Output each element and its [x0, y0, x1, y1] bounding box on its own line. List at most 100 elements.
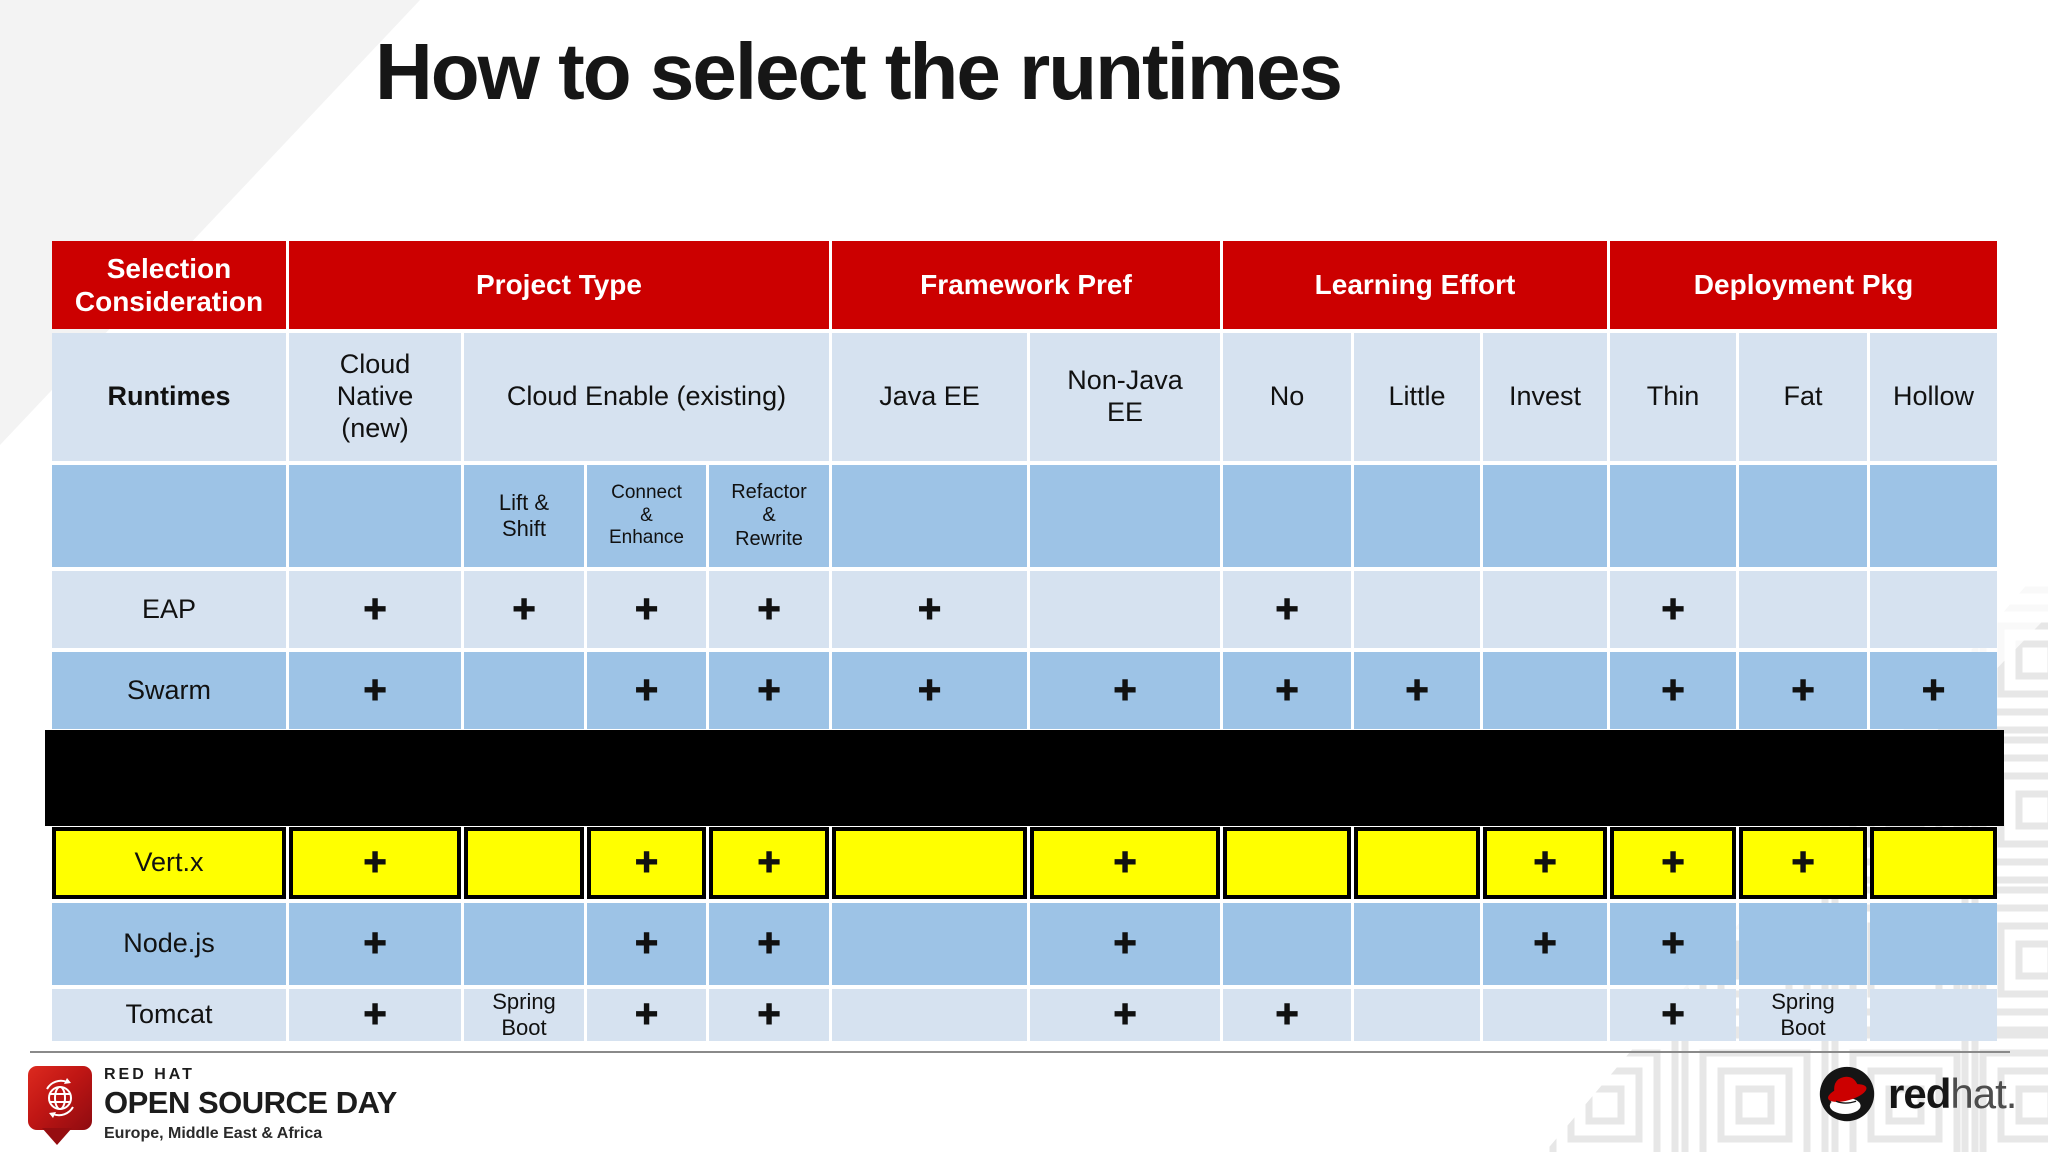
matrix-cell	[464, 903, 584, 985]
event-brand-label: RED HAT	[104, 1066, 195, 1083]
column-header: Invest	[1483, 333, 1607, 461]
matrix-cell: +	[832, 571, 1027, 648]
group-header: Selection Consideration	[52, 241, 286, 329]
wordmark-red: red	[1888, 1070, 1951, 1117]
column-header: No	[1223, 333, 1351, 461]
matrix-cell: +	[1483, 903, 1607, 985]
matrix-cell: +	[709, 989, 829, 1041]
group-header: Deployment Pkg	[1610, 241, 1997, 329]
matrix-cell: +	[1354, 652, 1480, 729]
matrix-cell: +	[1030, 827, 1220, 899]
matrix-cell: +	[1223, 571, 1351, 648]
matrix-cell: +	[289, 827, 461, 899]
empty-cell	[832, 465, 1027, 567]
highlight-row-border	[45, 730, 2004, 826]
page-title: How to select the runtimes	[375, 27, 1343, 116]
sub-header: Refactor & Rewrite	[709, 465, 829, 567]
matrix-cell	[1870, 827, 1997, 899]
column-header: Hollow	[1870, 333, 1997, 461]
matrix-cell	[1354, 827, 1480, 899]
event-name-label: OPEN SOURCE DAY	[104, 1085, 397, 1120]
empty-cell	[289, 465, 461, 567]
matrix-cell	[1223, 827, 1351, 899]
empty-cell	[1739, 465, 1867, 567]
matrix-cell	[832, 827, 1027, 899]
matrix-cell: +	[587, 652, 706, 729]
matrix-cell: +	[1610, 571, 1736, 648]
matrix-cell: +	[1739, 827, 1867, 899]
wordmark-hat: hat.	[1950, 1070, 2017, 1117]
matrix-cell	[1483, 571, 1607, 648]
matrix-cell	[1870, 989, 1997, 1041]
globe-icon	[46, 1078, 74, 1118]
matrix-cell: +	[1610, 903, 1736, 985]
column-header: Fat	[1739, 333, 1867, 461]
matrix-cell	[1483, 652, 1607, 729]
matrix-cell	[1739, 903, 1867, 985]
matrix-cell	[1870, 903, 1997, 985]
matrix-cell: +	[1610, 827, 1736, 899]
row-label: EAP	[52, 571, 286, 648]
matrix-cell	[1870, 571, 1997, 648]
matrix-cell: +	[1223, 989, 1351, 1041]
matrix-cell: +	[709, 652, 829, 729]
matrix-cell: +	[587, 989, 706, 1041]
column-header: Little	[1354, 333, 1480, 461]
matrix-cell: +	[587, 903, 706, 985]
matrix-cell: +	[709, 827, 829, 899]
matrix-cell: +	[289, 903, 461, 985]
column-header: Cloud Native (new)	[289, 333, 461, 461]
footer-divider	[30, 1051, 2010, 1053]
matrix-cell	[464, 652, 584, 729]
empty-cell	[1483, 465, 1607, 567]
column-header: Non-Java EE	[1030, 333, 1220, 461]
matrix-cell: +	[1030, 989, 1220, 1041]
matrix-cell: +	[289, 571, 461, 648]
event-text-block: RED HAT OPEN SOURCE DAY Europe, Middle E…	[104, 1066, 397, 1143]
column-header: Thin	[1610, 333, 1736, 461]
matrix-cell: +	[1030, 903, 1220, 985]
redhat-logo: redhat.	[1818, 1065, 2017, 1123]
matrix-cell: +	[1223, 652, 1351, 729]
matrix-cell	[1354, 903, 1480, 985]
matrix-cell: +	[587, 827, 706, 899]
empty-cell	[1610, 465, 1736, 567]
matrix-cell: +	[1610, 989, 1736, 1041]
matrix-cell	[1223, 903, 1351, 985]
matrix-cell: +	[709, 903, 829, 985]
column-header: Runtimes	[52, 333, 286, 461]
matrix-cell: +	[1030, 652, 1220, 729]
matrix-cell: +	[289, 989, 461, 1041]
row-label-highlighted: Vert.x	[52, 827, 286, 899]
group-header: Framework Pref	[832, 241, 1220, 329]
sub-header: Connect & Enhance	[587, 465, 706, 567]
empty-cell	[1223, 465, 1351, 567]
matrix-cell: Spring Boot	[1739, 989, 1867, 1041]
empty-cell	[52, 465, 286, 567]
event-region-label: Europe, Middle East & Africa	[104, 1125, 323, 1142]
matrix-cell: Spring Boot	[464, 989, 584, 1041]
matrix-cell: +	[709, 571, 829, 648]
matrix-cell	[1354, 989, 1480, 1041]
matrix-cell: +	[1610, 652, 1736, 729]
empty-cell	[1354, 465, 1480, 567]
matrix-cell: +	[1483, 827, 1607, 899]
matrix-cell: +	[1739, 652, 1867, 729]
matrix-cell: +	[289, 652, 461, 729]
row-label: Node.js	[52, 903, 286, 985]
column-header: Cloud Enable (existing)	[464, 333, 829, 461]
matrix-cell	[1739, 571, 1867, 648]
matrix-cell	[832, 989, 1027, 1041]
sub-header: Lift & Shift	[464, 465, 584, 567]
empty-cell	[1870, 465, 1997, 567]
group-header: Learning Effort	[1223, 241, 1607, 329]
matrix-cell: +	[587, 571, 706, 648]
redhat-wordmark: redhat.	[1888, 1070, 2017, 1118]
empty-cell	[1030, 465, 1220, 567]
row-label: Swarm	[52, 652, 286, 729]
matrix-cell: +	[464, 571, 584, 648]
matrix-cell: +	[1870, 652, 1997, 729]
column-header: Java EE	[832, 333, 1027, 461]
matrix-cell	[1354, 571, 1480, 648]
